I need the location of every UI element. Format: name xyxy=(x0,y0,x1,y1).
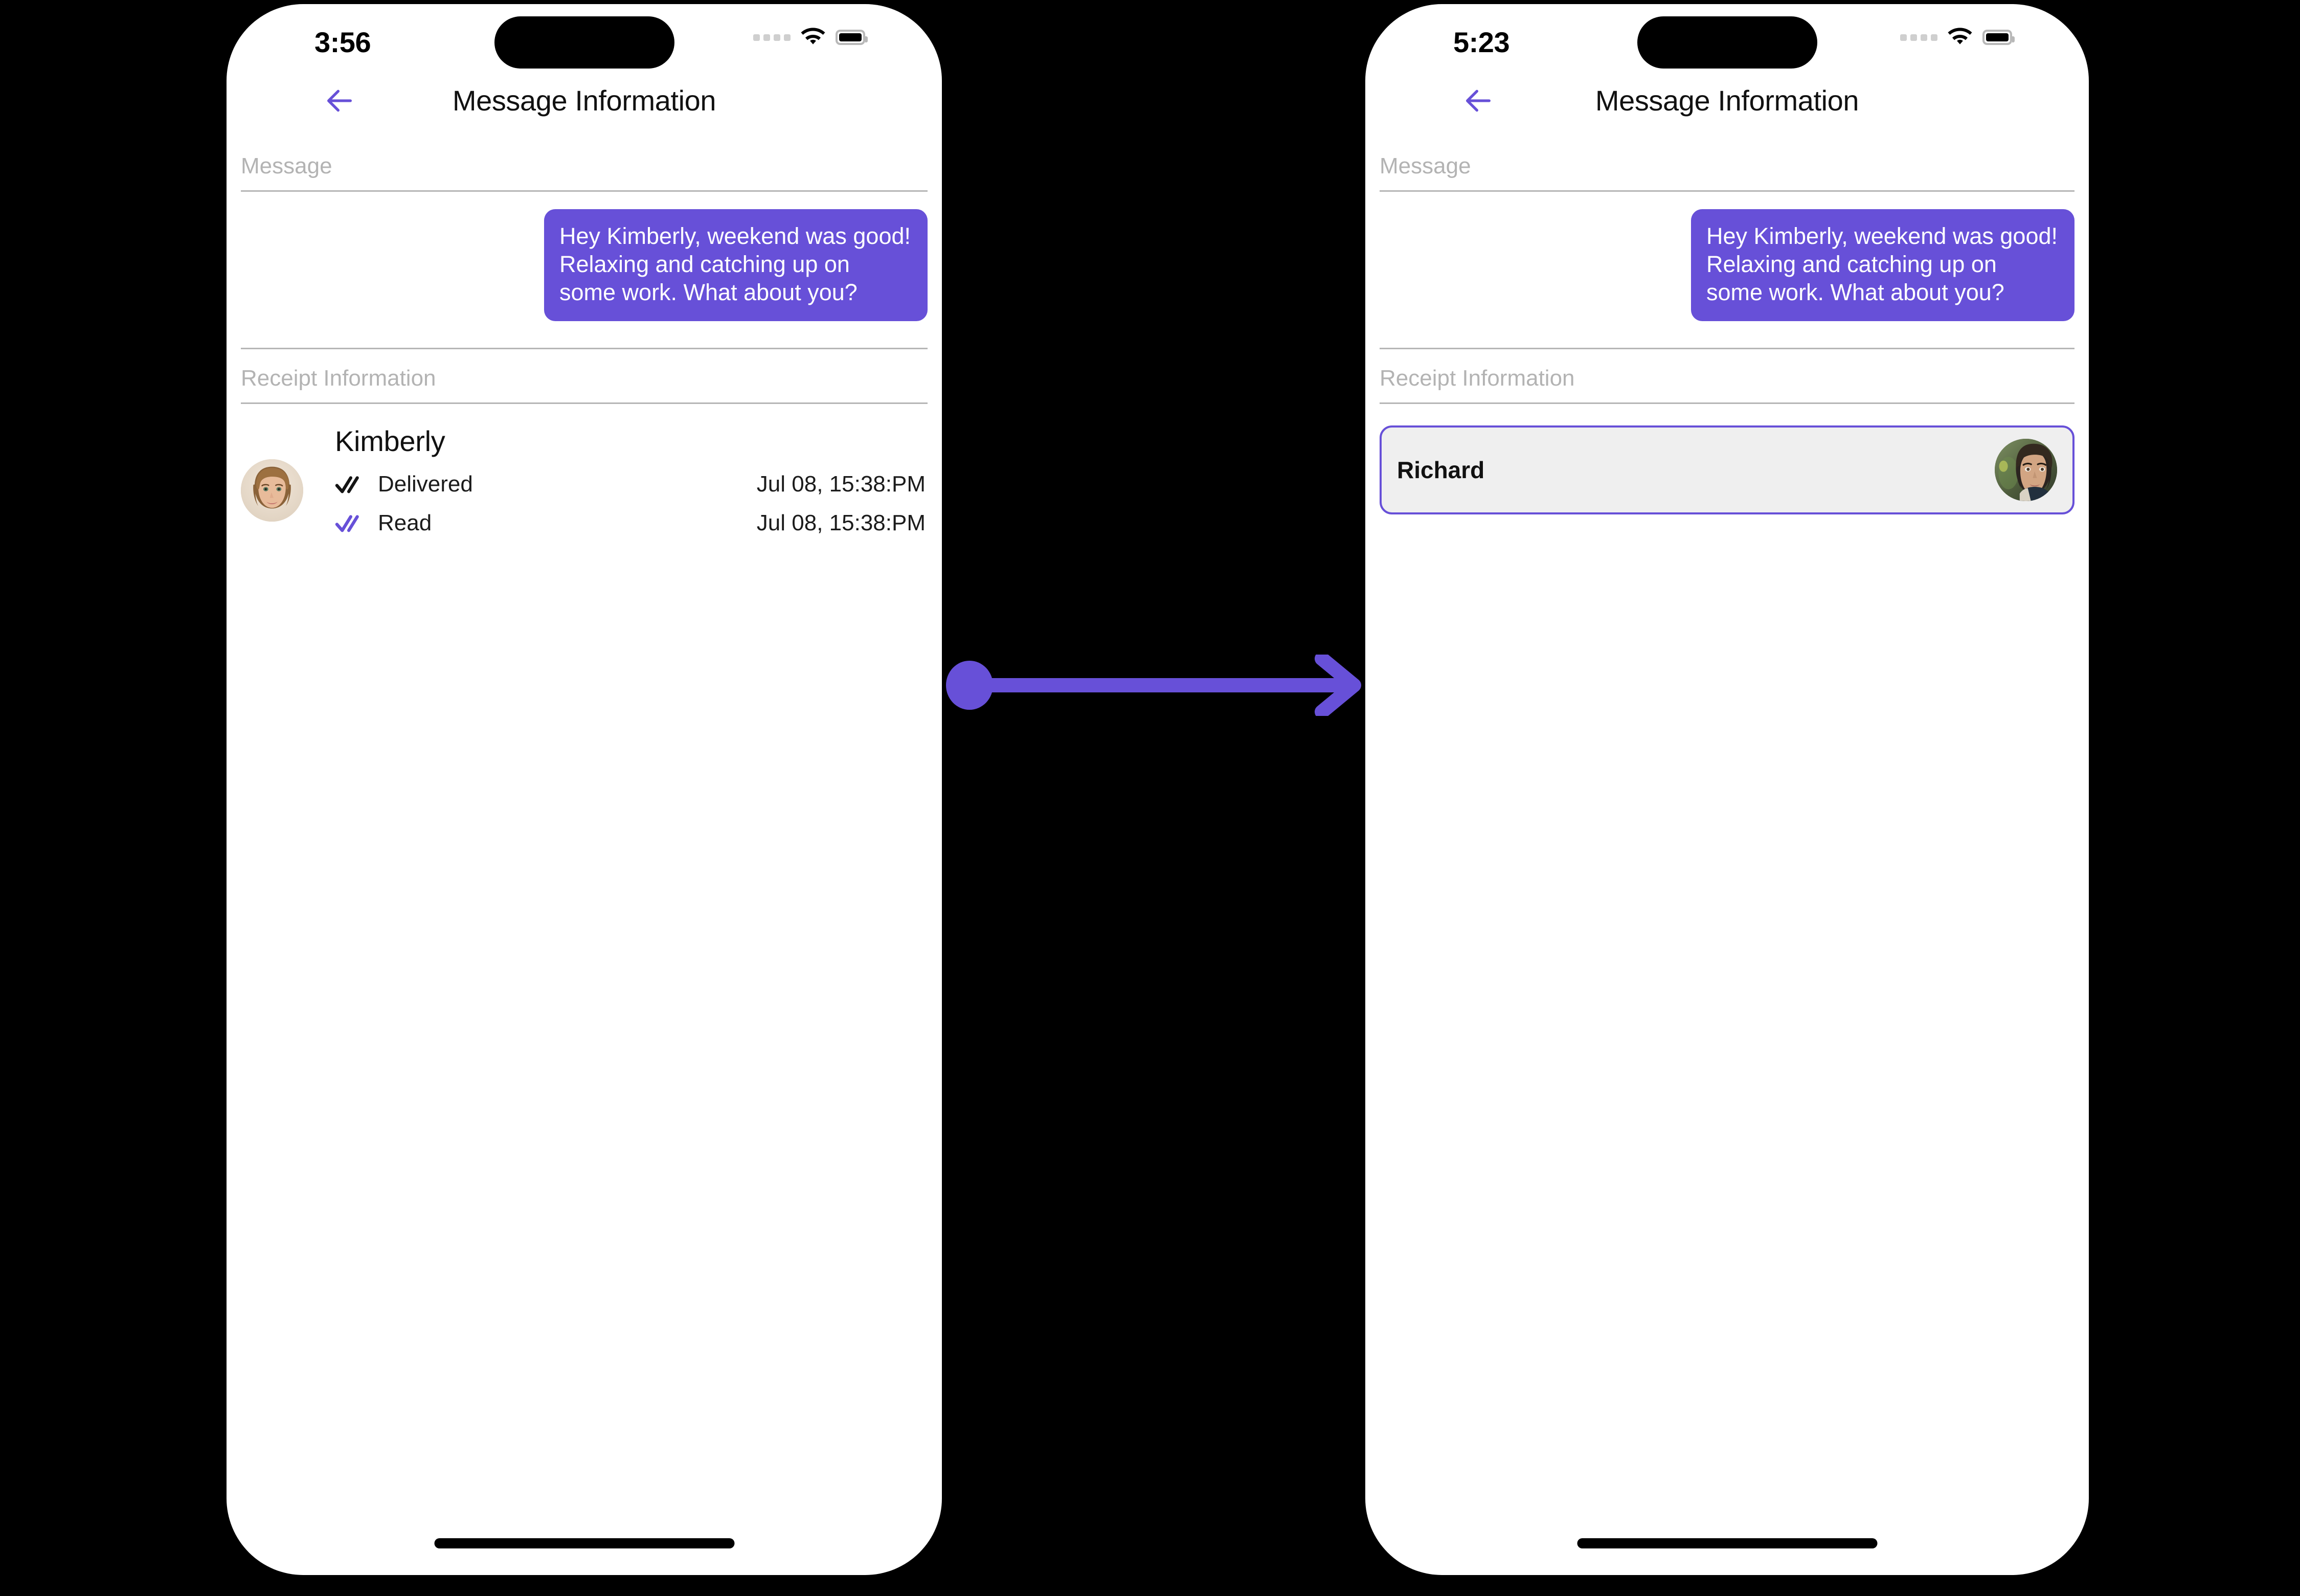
wifi-icon xyxy=(801,28,825,44)
battery-full-icon xyxy=(1982,30,2015,45)
receipt-section-label: Receipt Information xyxy=(1380,365,1575,391)
dynamic-island xyxy=(494,16,674,69)
home-indicator[interactable] xyxy=(434,1538,734,1548)
status-indicators xyxy=(1900,28,2015,47)
section-divider xyxy=(1380,402,2074,404)
signal-dots-icon xyxy=(1900,34,1937,41)
section-divider xyxy=(1380,190,2074,192)
avatar-richard-icon xyxy=(1995,438,2057,501)
message-section-label: Message xyxy=(1380,153,1471,178)
nav-bar: Message Information xyxy=(1365,76,2089,137)
status-bar: 5:23 xyxy=(1365,4,2089,76)
back-button[interactable] xyxy=(1458,81,1498,121)
receipt-row-delivered: Delivered Jul 08, 15:38:PM xyxy=(335,465,928,504)
double-check-icon xyxy=(335,515,359,532)
receipt-status-label: Delivered xyxy=(378,471,473,497)
section-divider xyxy=(1380,347,2074,349)
receipt-block: Kimberly Delivered Jul 08, 15:38:PM xyxy=(241,404,928,557)
receipt-status-label: Read xyxy=(378,510,432,535)
avatar-kimberly-icon xyxy=(241,459,303,522)
arrow-left-icon xyxy=(1466,89,1491,112)
signal-dots-icon xyxy=(753,34,791,41)
status-time: 5:23 xyxy=(1453,26,1510,58)
message-section-label: Message xyxy=(241,153,332,178)
contact-card-name: Richard xyxy=(1397,456,1485,483)
screen-content: Message Hey Kimberly, weekend was good! … xyxy=(227,153,942,557)
page-title: Message Information xyxy=(452,84,716,117)
wifi-icon xyxy=(1948,28,1972,44)
receipt-contact-name: Kimberly xyxy=(335,424,445,457)
receipt-row-read: Read Jul 08, 15:38:PM xyxy=(335,504,928,543)
phone-screen-after: 5:23 Message Information Message xyxy=(1365,4,2089,1575)
contact-card-richard[interactable]: Richard xyxy=(1380,425,2074,514)
section-divider xyxy=(241,347,928,349)
battery-full-icon xyxy=(836,30,868,45)
message-bubble-row: Hey Kimberly, weekend was good! Relaxing… xyxy=(241,192,928,336)
receipt-section-label: Receipt Information xyxy=(241,365,436,391)
screen-content: Message Hey Kimberly, weekend was good! … xyxy=(1365,153,2089,514)
receipt-details: Kimberly Delivered Jul 08, 15:38:PM xyxy=(241,424,928,543)
dynamic-island xyxy=(1637,16,1817,69)
status-bar: 3:56 xyxy=(227,4,942,76)
section-divider xyxy=(241,402,928,404)
receipt-timestamp: Jul 08, 15:38:PM xyxy=(756,510,926,535)
message-bubble[interactable]: Hey Kimberly, weekend was good! Relaxing… xyxy=(544,209,928,321)
message-bubble[interactable]: Hey Kimberly, weekend was good! Relaxing… xyxy=(1691,209,2074,321)
page-title: Message Information xyxy=(1595,84,1859,117)
section-divider xyxy=(241,190,928,192)
back-button[interactable] xyxy=(320,81,359,121)
receipt-timestamp: Jul 08, 15:38:PM xyxy=(756,471,926,497)
status-time: 3:56 xyxy=(314,26,371,58)
arrow-left-icon xyxy=(327,89,352,112)
status-indicators xyxy=(753,28,868,47)
double-check-icon xyxy=(335,476,359,493)
phone-screen-before: 3:56 Message Information Me xyxy=(227,4,942,1575)
transition-arrow-icon xyxy=(946,655,1361,716)
message-bubble-row: Hey Kimberly, weekend was good! Relaxing… xyxy=(1380,192,2074,336)
home-indicator[interactable] xyxy=(1577,1538,1877,1548)
nav-bar: Message Information xyxy=(227,76,942,137)
